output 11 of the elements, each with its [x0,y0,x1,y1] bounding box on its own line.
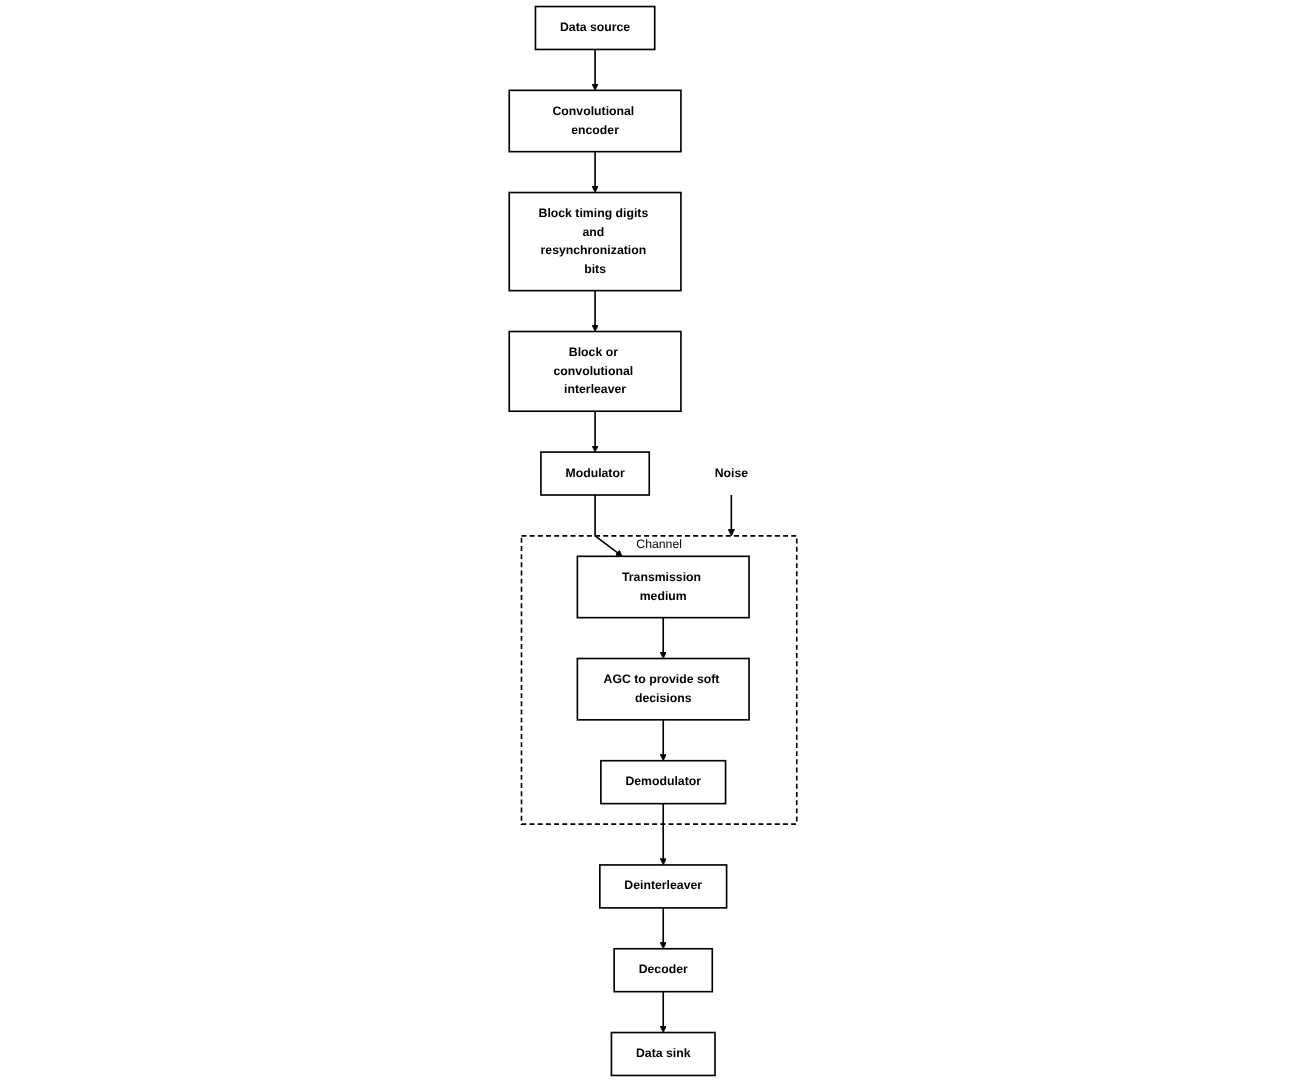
arrow [659,990,667,1033]
arrow [591,48,599,91]
arrow [727,494,735,537]
arrow [594,494,623,557]
arrow [591,150,599,193]
arrow [659,907,667,950]
arrow [591,289,599,332]
arrow [659,719,667,762]
arrow [591,410,599,453]
arrow [659,616,667,659]
arrow [659,802,667,866]
